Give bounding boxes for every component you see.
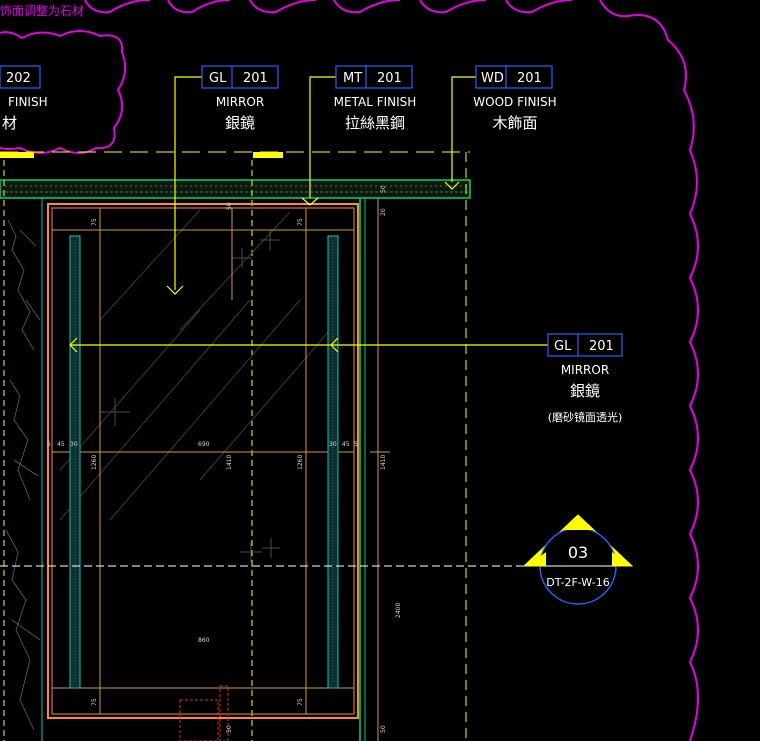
tag-2[interactable]: MT 201 METAL FINISH 拉絲黑鋼 bbox=[334, 65, 417, 132]
tag-2-desc: METAL FINISH bbox=[334, 95, 417, 109]
dim-860: 860 bbox=[198, 637, 210, 644]
dim-45-b: 45 bbox=[342, 441, 350, 448]
dim-75-d: 75 bbox=[297, 698, 304, 706]
revision-cloud-left bbox=[0, 30, 127, 154]
dim-1410-b: 1410 bbox=[380, 455, 387, 470]
section-marker[interactable]: 03 DT-2F-W-16 bbox=[522, 514, 634, 605]
tag-2-cn: 拉絲黑鋼 bbox=[345, 114, 405, 132]
dim-75-b: 75 bbox=[297, 218, 304, 226]
inner-dimension-lines bbox=[52, 198, 390, 741]
outlet-box bbox=[179, 699, 219, 741]
dim-5-b: 5 bbox=[354, 441, 358, 448]
mirror-hatch bbox=[59, 209, 331, 521]
dim-45-a: 45 bbox=[57, 441, 65, 448]
tag-4-num: 201 bbox=[589, 339, 614, 354]
tag-0-num: 202 bbox=[6, 71, 31, 86]
dim-30-a: 30 bbox=[70, 441, 78, 448]
frame-inner bbox=[51, 207, 355, 715]
dim-50-b: 50 bbox=[226, 202, 233, 210]
dim-5-a: 5 bbox=[47, 441, 51, 448]
tag-3-desc: WOOD FINISH bbox=[473, 95, 556, 109]
tag-0-cn: 材 bbox=[2, 114, 17, 132]
tag-4-desc: MIRROR bbox=[561, 363, 609, 377]
dim-1260-a: 1260 bbox=[91, 455, 98, 470]
revision-cloud-top bbox=[84, 0, 573, 14]
dim-2400: 2400 bbox=[395, 603, 402, 618]
tag-4-code: GL bbox=[554, 339, 572, 354]
frame-outer bbox=[47, 203, 359, 719]
tag-3[interactable]: WD 201 WOOD FINISH 木飾面 bbox=[473, 65, 557, 132]
dim-75-c: 75 bbox=[91, 698, 98, 706]
tag-4-note: (磨砂镜面透光) bbox=[548, 410, 623, 424]
revision-cloud-right bbox=[599, 0, 699, 741]
tag-1[interactable]: GL 201 MIRROR 銀鏡 bbox=[201, 65, 279, 132]
dim-50-c: 50 bbox=[226, 725, 233, 733]
tag-3-code: WD bbox=[481, 71, 504, 86]
leaders bbox=[69, 76, 548, 353]
dim-1260-b: 1260 bbox=[297, 455, 304, 470]
dim-1410-a: 1410 bbox=[226, 455, 233, 470]
section-marker-number: 03 bbox=[568, 543, 588, 562]
tag-0[interactable]: 202 FINISH 材 bbox=[0, 65, 48, 132]
revision-note: 饰面调整为石材 bbox=[0, 3, 84, 18]
dim-50-d: 50 bbox=[380, 725, 387, 733]
tag-2-num: 201 bbox=[377, 71, 402, 86]
tag-0-desc: FINISH bbox=[8, 95, 48, 109]
dim-30-b: 30 bbox=[329, 441, 337, 448]
ceiling-band bbox=[0, 179, 471, 199]
tag-3-num: 201 bbox=[517, 71, 542, 86]
dim-20: 20 bbox=[380, 208, 387, 216]
tag-4[interactable]: GL 201 MIRROR 銀鏡 (磨砂镜面透光) bbox=[547, 333, 623, 424]
section-marker-ref: DT-2F-W-16 bbox=[546, 576, 609, 589]
stone-texture bbox=[5, 219, 41, 731]
tag-2-code: MT bbox=[343, 71, 362, 86]
dim-75-a: 75 bbox=[91, 218, 98, 226]
dim-690: 690 bbox=[198, 441, 210, 448]
tag-3-cn: 木飾面 bbox=[492, 114, 537, 132]
tag-1-cn: 銀鏡 bbox=[225, 114, 255, 132]
tag-4-cn: 銀鏡 bbox=[570, 382, 600, 400]
cross-marks bbox=[100, 230, 280, 562]
tag-1-num: 201 bbox=[243, 71, 268, 86]
tag-1-code: GL bbox=[209, 71, 227, 86]
dim-50-a: 50 bbox=[380, 185, 387, 193]
tag-1-desc: MIRROR bbox=[216, 95, 264, 109]
